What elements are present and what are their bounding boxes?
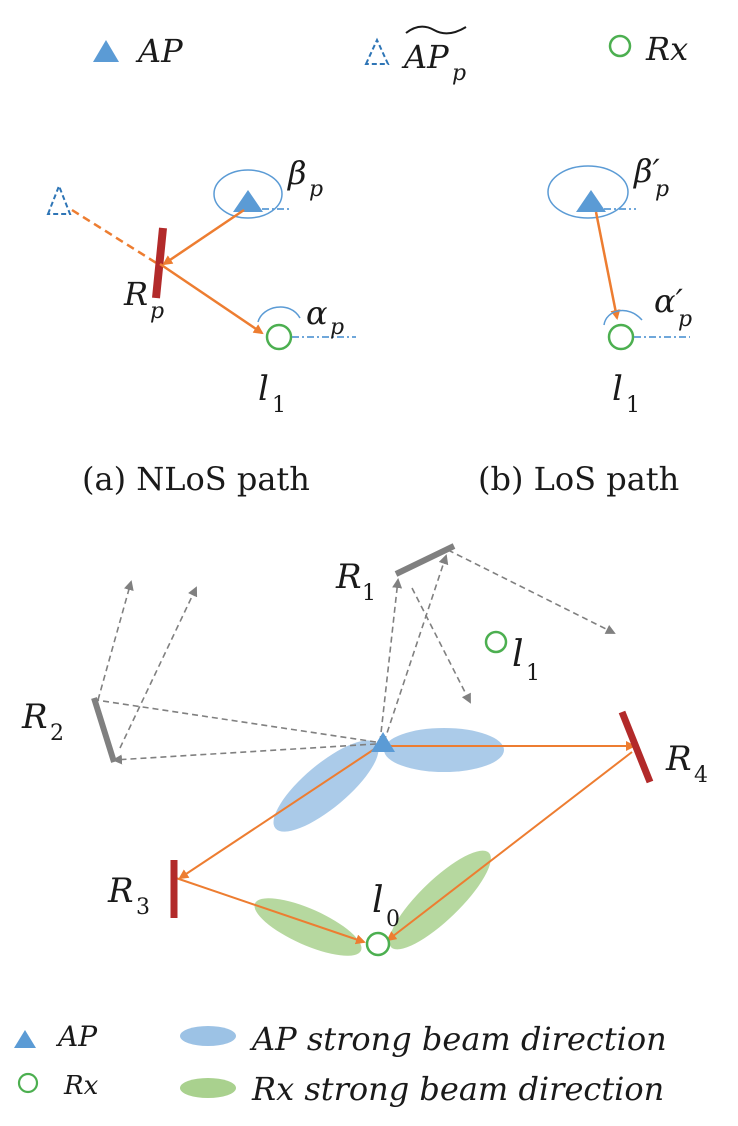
virtual-ap-icon xyxy=(46,183,72,215)
path-r4-to-rx xyxy=(386,751,633,942)
alpha-prime-arc-icon xyxy=(603,309,643,326)
bottom-legend-ap-beam: AP strong beam direction xyxy=(249,1020,667,1058)
reflector-r4 xyxy=(618,710,654,784)
rp-label: R xyxy=(123,275,148,313)
r1-label: R xyxy=(335,557,362,597)
l1-label-b: l xyxy=(612,369,623,409)
r4-label: R xyxy=(665,739,692,779)
probe-ray xyxy=(379,578,403,743)
r1-sub: 1 xyxy=(362,581,376,606)
tilde-mark xyxy=(405,25,467,35)
legend-virtual-ap-sub: p xyxy=(452,61,466,86)
ap-icon xyxy=(233,190,263,212)
beta-p-sub: p xyxy=(309,177,323,202)
beta-prime-label: β′ xyxy=(633,152,661,190)
alpha-p-label: α xyxy=(306,294,328,332)
legend-rx-label: Rx xyxy=(645,30,688,68)
probe-ray xyxy=(112,743,377,765)
los-path-arrow xyxy=(594,211,621,320)
l1-scene-label: l xyxy=(512,634,524,675)
probe-ray xyxy=(383,554,449,743)
path-r3-to-rx xyxy=(175,877,366,945)
ap-icon-b xyxy=(576,190,606,212)
scene-ap-icon xyxy=(371,732,395,752)
panel-a-caption: (a) NLoS path xyxy=(82,460,310,498)
virtual-ap-triangle-icon xyxy=(364,37,390,65)
probe-ray xyxy=(447,549,616,634)
l1-sub-b: 1 xyxy=(626,393,640,418)
legend-ap-beam-swatch xyxy=(180,1026,236,1046)
probe-ray xyxy=(95,699,377,743)
bottom-legend-rx: Rx xyxy=(63,1071,99,1101)
legend-rx-beam-swatch xyxy=(180,1078,236,1098)
virtual-path-dashed xyxy=(71,208,159,266)
r2-label: R xyxy=(21,697,48,737)
legend-virtual-ap-label: AP xyxy=(401,38,449,76)
rx-icon-b xyxy=(607,323,635,351)
r4-sub: 4 xyxy=(694,763,708,788)
panel-a-nlos: β p α p R p l 1 (a) NLoS path xyxy=(46,154,356,498)
legend-ap-label: AP xyxy=(135,32,183,70)
scene-diagram: R 1 R 2 R 3 R 4 l 0 l 1 xyxy=(21,543,708,957)
beta-prime-sub: p xyxy=(655,177,669,202)
alpha-p-sub: p xyxy=(330,315,344,340)
l0-label: l xyxy=(372,880,384,921)
beta-arc-icon xyxy=(213,169,283,219)
panel-b-los: β′ p α′ p l 1 (b) LoS path xyxy=(478,152,692,498)
probe-ray xyxy=(411,587,471,704)
incident-path-arrow xyxy=(162,208,245,266)
r3-sub: 3 xyxy=(136,895,150,920)
alpha-prime-label: α′ xyxy=(654,282,684,320)
l1-scene-sub: 1 xyxy=(526,661,540,686)
scene-rx-l1-icon xyxy=(484,630,508,654)
rx-beam-left xyxy=(254,898,362,956)
beta-prime-arc-icon xyxy=(547,165,629,219)
legend-rx-icon xyxy=(17,1072,39,1094)
ap-beam-right xyxy=(384,728,504,772)
rp-sub: p xyxy=(150,299,164,324)
r3-label: R xyxy=(107,871,134,911)
scene-rx-l0-icon xyxy=(365,931,391,957)
l1-sub-a: 1 xyxy=(272,393,286,418)
probe-ray xyxy=(97,580,134,701)
reflector-r1 xyxy=(394,543,456,577)
rx-icon xyxy=(265,323,293,351)
panel-b-caption: (b) LoS path xyxy=(478,460,679,498)
r2-sub: 2 xyxy=(50,721,64,746)
beta-p-label: β xyxy=(287,154,307,192)
bottom-legend-rx-beam: Rx strong beam direction xyxy=(251,1070,664,1108)
reflector-r2 xyxy=(91,697,117,763)
legend-ap-icon xyxy=(14,1030,36,1048)
rx-circle-icon xyxy=(608,34,632,58)
path-ap-to-r3 xyxy=(178,747,377,880)
bottom-legend: AP Rx AP strong beam direction Rx strong… xyxy=(14,1020,667,1108)
reflector-rp xyxy=(152,227,167,299)
l1-label-a: l xyxy=(258,369,269,409)
active-paths xyxy=(175,741,636,945)
alpha-arc-icon xyxy=(257,306,301,323)
probe-ray xyxy=(119,586,198,749)
probe-rays xyxy=(95,549,616,765)
bottom-legend-ap: AP xyxy=(55,1020,98,1053)
top-legend: AP AP p Rx xyxy=(93,25,688,86)
alpha-prime-sub: p xyxy=(678,307,692,332)
l0-sub: 0 xyxy=(386,907,400,932)
ap-triangle-icon xyxy=(93,40,119,62)
reflected-path-arrow xyxy=(159,262,264,335)
